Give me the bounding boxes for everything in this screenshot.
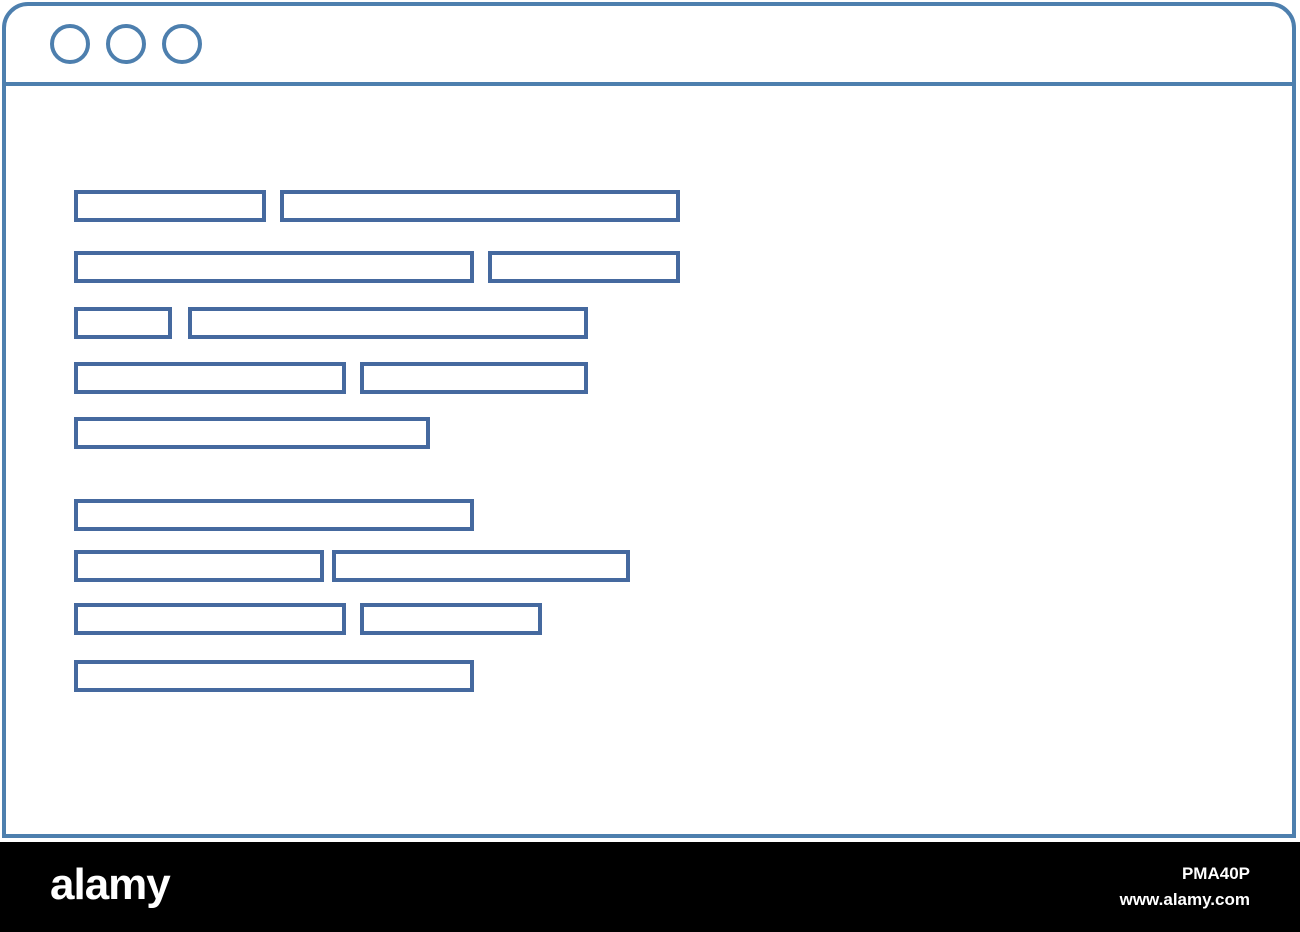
text-placeholder-line bbox=[74, 603, 346, 635]
text-placeholder-line bbox=[280, 190, 680, 222]
window-control-button-3[interactable] bbox=[162, 24, 202, 64]
text-placeholder-line bbox=[332, 550, 630, 582]
text-placeholder-line bbox=[74, 190, 266, 222]
text-placeholder-line bbox=[74, 307, 172, 339]
text-placeholder-line bbox=[188, 307, 588, 339]
window-content bbox=[6, 86, 1292, 834]
text-placeholder-line bbox=[74, 362, 346, 394]
text-placeholder-line bbox=[74, 499, 474, 531]
text-placeholder-line bbox=[360, 603, 542, 635]
browser-window bbox=[2, 2, 1296, 838]
text-placeholder-line bbox=[74, 660, 474, 692]
window-control-button-2[interactable] bbox=[106, 24, 146, 64]
window-titlebar bbox=[6, 6, 1292, 86]
text-placeholder-line bbox=[74, 550, 324, 582]
watermark-footer: alamy PMA40P www.alamy.com bbox=[0, 842, 1300, 932]
text-placeholder-line bbox=[74, 251, 474, 283]
text-placeholder-line bbox=[360, 362, 588, 394]
brand-logo: alamy bbox=[50, 860, 171, 909]
website-label: www.alamy.com bbox=[1119, 890, 1250, 909]
text-placeholder-line bbox=[74, 417, 430, 449]
window-control-button-1[interactable] bbox=[50, 24, 90, 64]
text-placeholder-line bbox=[488, 251, 680, 283]
image-id-label: PMA40P bbox=[1181, 864, 1250, 883]
